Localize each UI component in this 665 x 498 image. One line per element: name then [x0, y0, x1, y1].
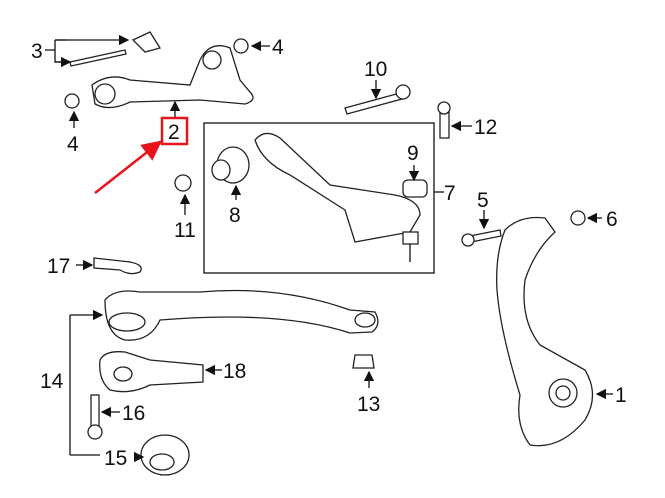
bolt-3[interactable]: [69, 31, 162, 67]
upper-arm-7[interactable]: [254, 132, 421, 262]
bushing-8[interactable]: [211, 146, 250, 184]
callout-14[interactable]: 14: [40, 370, 64, 393]
bolt-5[interactable]: [461, 229, 502, 247]
callout-2-highlight-box: [160, 116, 189, 146]
bolt-16[interactable]: [87, 394, 103, 440]
callout-13[interactable]: 13: [357, 393, 380, 416]
bolt-10[interactable]: [344, 84, 411, 115]
callout-4-top[interactable]: 4: [272, 36, 284, 59]
callout-16[interactable]: 16: [122, 402, 145, 425]
bushing-9[interactable]: [402, 179, 428, 198]
callout-10[interactable]: 10: [364, 58, 387, 81]
callout-7[interactable]: 7: [444, 182, 456, 205]
callout-2[interactable]: 2: [168, 121, 180, 144]
nut-11[interactable]: [174, 174, 192, 192]
nut-6[interactable]: [570, 210, 586, 226]
callout-8[interactable]: 8: [229, 204, 241, 227]
nut-4-top[interactable]: [233, 38, 249, 54]
callout-9[interactable]: 9: [407, 142, 419, 165]
upper-control-arm[interactable]: [91, 45, 254, 109]
bushing-18[interactable]: [99, 351, 204, 393]
bracket-17[interactable]: [93, 257, 142, 275]
highlight-arrow: [94, 140, 162, 194]
steering-knuckle-1[interactable]: [496, 216, 594, 447]
callout-5[interactable]: 5: [477, 189, 489, 212]
callout-18[interactable]: 18: [223, 360, 246, 383]
arm-assembly-box: [203, 122, 435, 274]
callout-15[interactable]: 15: [104, 447, 127, 470]
bolt-12[interactable]: [437, 101, 451, 139]
lower-control-arm[interactable]: [104, 289, 379, 341]
callout-17[interactable]: 17: [47, 255, 70, 278]
callout-6[interactable]: 6: [606, 208, 618, 231]
callout-1[interactable]: 1: [615, 384, 627, 407]
callout-3[interactable]: 3: [31, 40, 43, 63]
bushing-15[interactable]: [140, 434, 190, 476]
nut-4-left[interactable]: [64, 93, 80, 109]
callout-4-left[interactable]: 4: [67, 133, 79, 156]
callout-12[interactable]: 12: [474, 116, 497, 139]
callout-11[interactable]: 11: [174, 219, 196, 242]
nut-13[interactable]: [352, 354, 375, 369]
